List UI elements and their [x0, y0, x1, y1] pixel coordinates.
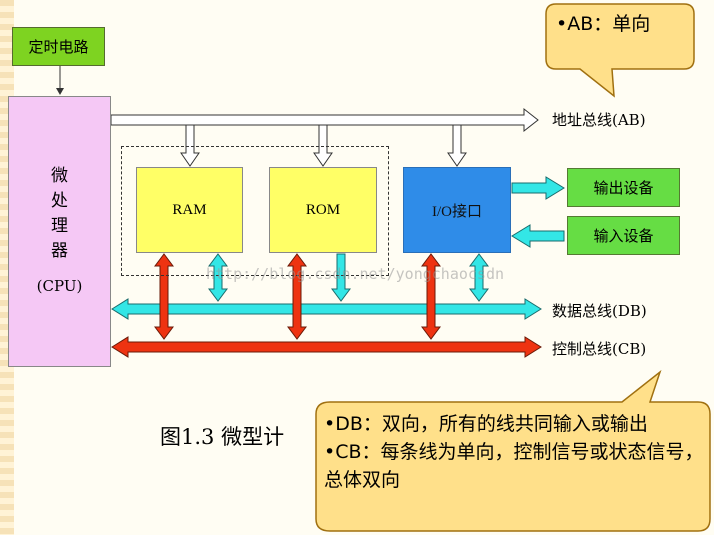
cpu-sub-label: (CPU) — [36, 277, 83, 295]
address-drop-ram — [180, 124, 200, 167]
ram-control-arrow — [154, 253, 174, 340]
cpu-char-2: 处 — [51, 191, 68, 211]
cpu-box: 微 处 理 器 (CPU) — [8, 96, 111, 367]
rom-data-arrow — [331, 253, 351, 302]
cpu-char-4: 器 — [51, 241, 68, 261]
control-bus-label: 控制总线(CB) — [552, 340, 647, 358]
input-device-label: 输入设备 — [593, 227, 654, 245]
address-drop-io — [447, 124, 467, 167]
timer-circuit-label: 定时电路 — [28, 38, 89, 56]
ram-label: RAM — [172, 201, 207, 218]
input-to-io-arrow — [511, 224, 565, 248]
memory-group-dashed-box — [121, 146, 389, 276]
io-interface-label: I/O接口 — [432, 203, 482, 220]
output-device-box: 输出设备 — [567, 168, 680, 207]
rom-box: ROM — [269, 167, 377, 253]
watermark-text: http://blog.csdn.net/yongchaocsdn — [206, 265, 505, 283]
note-db-text: •DB：双向，所有的线共同输入或输出 — [324, 413, 648, 435]
ram-data-arrow — [208, 253, 228, 302]
input-device-box: 输入设备 — [567, 216, 680, 255]
data-bus-label: 数据总线(DB) — [552, 302, 647, 320]
rom-label: ROM — [305, 201, 341, 218]
io-control-arrow — [421, 253, 441, 340]
rom-control-arrow — [287, 253, 307, 340]
figure-caption: 图1.3 微型计 — [160, 425, 285, 449]
io-interface-box: I/O接口 — [403, 167, 511, 253]
note-cb-text: •CB：每条线为单向，控制信号或状态信号，总体双向 — [324, 441, 704, 491]
data-bus-arrow — [111, 298, 542, 320]
address-bus-arrow — [110, 107, 539, 133]
callout-ab — [545, 3, 695, 98]
address-bus-label: 地址总线(AB) — [552, 111, 646, 129]
note-ab-text: •AB：单向 — [556, 13, 651, 35]
io-to-output-arrow — [511, 176, 565, 200]
address-drop-rom — [313, 124, 333, 167]
control-bus-arrow — [111, 336, 542, 358]
output-device-label: 输出设备 — [593, 179, 654, 197]
io-data-arrow — [469, 253, 489, 302]
ram-box: RAM — [136, 167, 243, 253]
timer-circuit-box: 定时电路 — [12, 27, 105, 66]
callout-db-cb — [315, 369, 711, 532]
cpu-char-3: 理 — [51, 216, 68, 236]
note-db-cb: •DB：双向，所有的线共同输入或输出 •CB：每条线为单向，控制信号或状态信号，… — [324, 410, 708, 494]
cpu-char-1: 微 — [51, 166, 68, 186]
